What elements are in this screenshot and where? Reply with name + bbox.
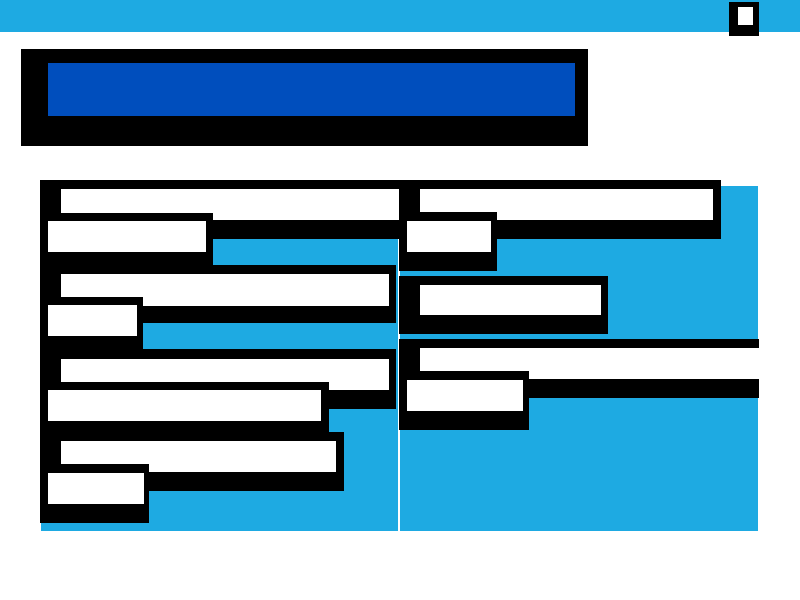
item-value-field[interactable] bbox=[407, 221, 491, 252]
item-value-field[interactable] bbox=[407, 380, 523, 411]
square-icon bbox=[738, 7, 753, 25]
item-value-field[interactable] bbox=[48, 473, 144, 504]
item-name-field[interactable] bbox=[420, 285, 601, 315]
item-value-field[interactable] bbox=[48, 305, 137, 336]
title-field[interactable] bbox=[48, 63, 575, 116]
window-control-button[interactable] bbox=[729, 2, 759, 36]
item-value-field[interactable] bbox=[48, 221, 206, 252]
item-value-field[interactable] bbox=[48, 390, 321, 421]
top-bar bbox=[0, 0, 800, 32]
title-field-frame bbox=[21, 49, 588, 146]
